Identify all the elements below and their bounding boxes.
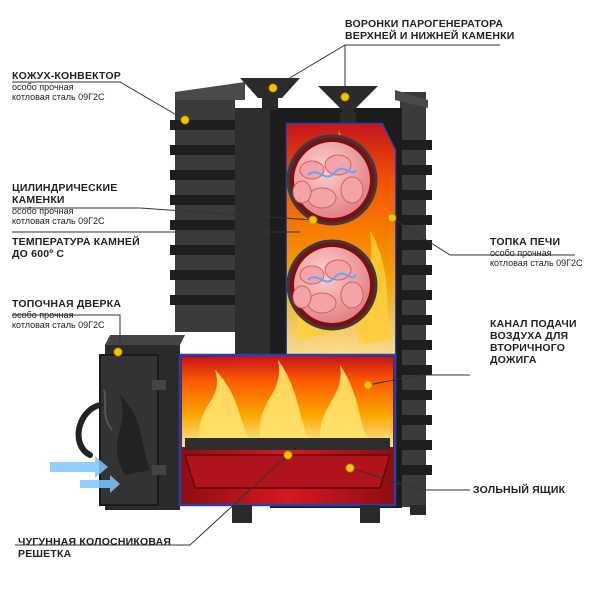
cast-iron-grate <box>185 438 390 450</box>
label-temperature-line1: ТЕМПЕРАТУРА КАМНЕЙ <box>12 236 140 248</box>
label-door-title: ТОПОЧНАЯ ДВЕРКА <box>12 298 122 310</box>
label-grate: ЧУГУННАЯ КОЛОСНИКОВАЯ РЕШЕТКА <box>18 536 171 560</box>
convector-casing <box>170 82 432 507</box>
stove-legs <box>232 505 426 523</box>
label-grate-line1: ЧУГУННАЯ КОЛОСНИКОВАЯ <box>18 536 172 548</box>
label-ash-box: ЗОЛЬНЫЙ ЯЩИК <box>473 484 565 496</box>
leader-lines <box>12 44 575 546</box>
label-door-sub2: котловая сталь 09Г2С <box>12 320 105 331</box>
label-firebox-title: ТОПКА ПЕЧИ <box>490 236 561 248</box>
label-convector-sub1: особо прочная <box>12 82 74 93</box>
label-air-channel-line3: ВТОРИЧНОГО <box>490 342 566 355</box>
label-ash-box-title: ЗОЛЬНЫЙ ЯЩИК <box>473 484 566 496</box>
label-air-channel-line1: КАНАЛ ПОДАЧИ <box>490 318 577 330</box>
label-door: ТОПОЧНАЯ ДВЕРКА особо прочная котловая с… <box>12 298 121 331</box>
label-grate-line2: РЕШЕТКА <box>18 548 72 561</box>
label-firebox-sub2: котловая сталь 09Г2С <box>490 258 583 269</box>
label-stones: ЦИЛИНДРИЧЕСКИЕ КАМЕНКИ особо прочная кот… <box>12 182 117 227</box>
ash-box <box>183 454 392 489</box>
label-stones-sub1: особо прочная <box>12 206 74 217</box>
air-intake-arrows <box>50 456 120 493</box>
label-funnels-line2: ВЕРХНЕЙ И НИЖНЕЙ КАМЕНКИ <box>345 30 515 43</box>
door-handle <box>75 402 103 458</box>
label-convector: КОЖУХ-КОНВЕКТОР особо прочная котловая с… <box>12 70 121 103</box>
label-stones-sub2: котловая сталь 09Г2С <box>12 216 105 227</box>
label-firebox-sub1: особо прочная <box>490 248 552 259</box>
cylindrical-stone-heater-upper <box>286 134 378 226</box>
cylindrical-stone-heater-lower <box>286 239 378 331</box>
label-stones-line1: ЦИЛИНДРИЧЕСКИЕ <box>12 182 118 194</box>
label-funnels-line1: ВОРОНКИ ПАРОГЕНЕРАТОРА <box>345 18 504 30</box>
label-convector-sub2: котловая сталь 09Г2С <box>12 92 105 103</box>
label-air-channel: КАНАЛ ПОДАЧИ ВОЗДУХА ДЛЯ ВТОРИЧНОГО ДОЖИ… <box>490 318 577 366</box>
label-firebox: ТОПКА ПЕЧИ особо прочная котловая сталь … <box>490 236 583 269</box>
label-temperature-line2: ДО 600º С <box>12 248 65 261</box>
callout-markers <box>113 83 397 473</box>
label-temperature: ТЕМПЕРАТУРА КАМНЕЙ ДО 600º С <box>12 236 140 260</box>
label-air-channel-line4: ДОЖИГА <box>490 354 537 367</box>
label-convector-title: КОЖУХ-КОНВЕКТОР <box>12 70 121 82</box>
label-stones-line2: КАМЕНКИ <box>12 194 65 207</box>
label-air-channel-line2: ВОЗДУХА ДЛЯ <box>490 330 569 343</box>
label-door-sub1: особо прочная <box>12 310 74 321</box>
label-funnels: ВОРОНКИ ПАРОГЕНЕРАТОРА ВЕРХНЕЙ И НИЖНЕЙ … <box>345 18 514 42</box>
